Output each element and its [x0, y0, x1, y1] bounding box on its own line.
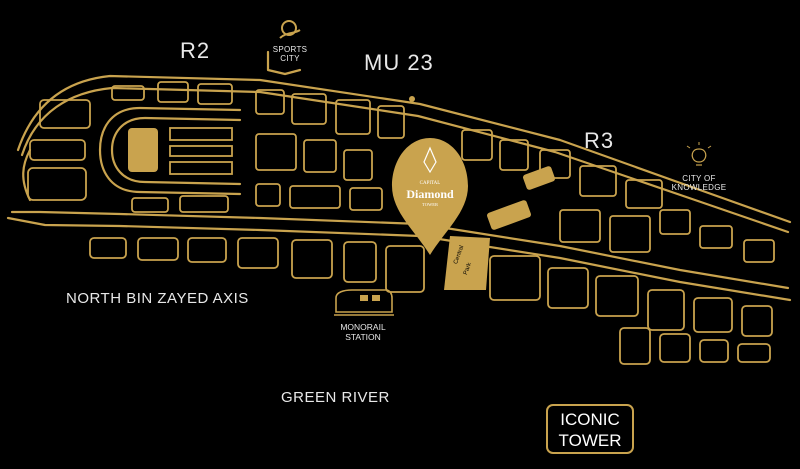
iconic-line-1: ICONIC	[560, 410, 620, 429]
label-green-river: GREEN RIVER	[281, 389, 390, 406]
pin-brand-sub: TOWER	[422, 202, 438, 207]
pin-brand-main: Diamond	[406, 187, 454, 201]
label-north-bin-zayed-axis: NORTH BIN ZAYED AXIS	[66, 290, 249, 307]
diamond-logo-icon	[423, 146, 437, 174]
sports-city-icon	[279, 20, 301, 39]
label-r3: R3	[584, 128, 615, 153]
pin-brand-top: CAPITAL	[420, 181, 441, 186]
central-park-parcel	[444, 236, 490, 290]
monorail-train-icon	[334, 289, 394, 316]
boundary-roads	[6, 50, 792, 302]
mu23-marker-dot	[409, 96, 415, 102]
location-pin-icon[interactable]: CAPITAL Diamond TOWER	[392, 138, 468, 255]
svg-text:Park: Park	[463, 261, 473, 276]
label-mu23: MU 23	[364, 50, 434, 75]
city-blocks: Central Park	[27, 81, 775, 365]
lightbulb-icon	[686, 142, 712, 166]
central-oval	[98, 106, 242, 196]
label-r2: R2	[180, 38, 211, 63]
iconic-tower-box[interactable]: ICONIC TOWER	[546, 404, 634, 454]
iconic-line-2: TOWER	[558, 431, 622, 450]
